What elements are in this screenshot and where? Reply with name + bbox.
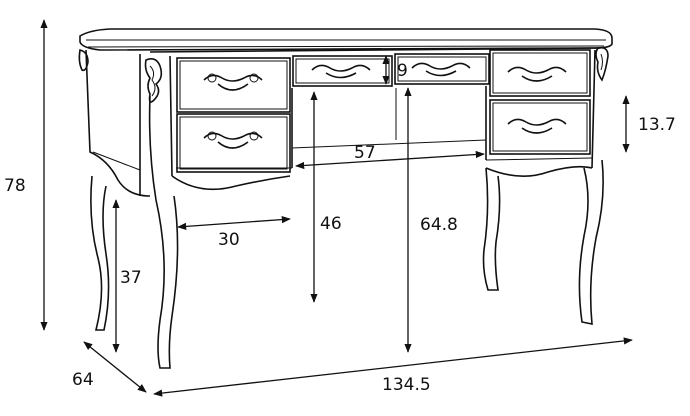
dimension-labels: 78 37 64 134.5 30 46 64.8 57 9 13.7	[4, 61, 676, 395]
drawer-handle-icon	[507, 66, 567, 82]
drawer-right-top	[489, 49, 591, 97]
leg-front-left	[148, 95, 179, 369]
desk-body	[85, 47, 601, 197]
drawer-handle-icon	[411, 62, 471, 77]
label-depth: 64	[72, 370, 94, 390]
label-center-height: 64.8	[420, 215, 458, 235]
desk-illustration	[78, 28, 613, 369]
drawer-center-right	[394, 53, 490, 85]
drawer-handle-icon	[507, 118, 567, 134]
drawer-left-top	[176, 57, 291, 113]
drawer-handle-icon	[203, 131, 263, 149]
dim-line-depth	[83, 341, 147, 393]
label-side-drawer-height: 13.7	[638, 115, 676, 135]
leg-back-left	[90, 175, 110, 331]
label-knee-width: 57	[354, 143, 376, 163]
leg-back-center	[482, 167, 501, 291]
drawer-handle-icon	[203, 73, 263, 91]
dim-line-width	[153, 337, 633, 397]
drawer-right-bottom	[489, 99, 591, 155]
corner-carving-right	[595, 46, 609, 82]
label-leg-gap-height: 37	[120, 268, 142, 288]
label-side-drawer-width: 30	[218, 230, 240, 250]
dim-line-knee-width	[295, 150, 485, 170]
drawer-left-bottom	[176, 113, 291, 173]
corner-carving-left	[78, 49, 163, 103]
drawer-center-left	[292, 55, 393, 87]
dimension-lines	[40, 19, 633, 397]
label-width: 134.5	[382, 375, 431, 395]
drawer-handle-icon	[311, 64, 371, 79]
label-overall-height: 78	[4, 176, 26, 196]
label-knee-height: 46	[320, 214, 342, 234]
leg-front-right	[578, 159, 604, 325]
dim-line-side-drawer-width	[177, 215, 291, 231]
tabletop	[79, 28, 613, 51]
label-center-drawer-height: 9	[397, 61, 408, 81]
